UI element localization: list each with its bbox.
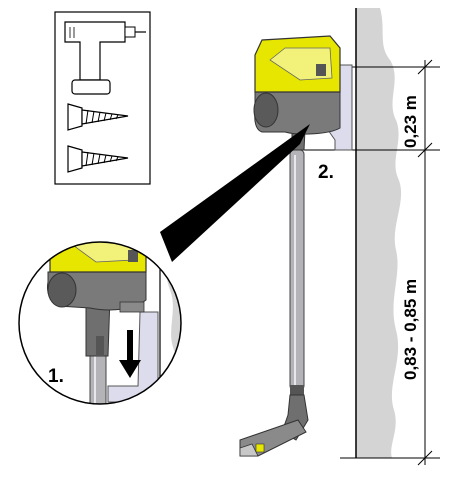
tools-panel: [54, 11, 151, 185]
arrow-down-icon: [119, 330, 141, 378]
screw-icon: [67, 145, 129, 173]
vacuum-cleaner: [239, 35, 341, 457]
dimension-upper: 0,23 m: [401, 95, 420, 148]
dimension-lower: 0,83 - 0,85 m: [401, 279, 420, 380]
step-2-label: 2.: [318, 162, 334, 183]
zoom-callout: [160, 124, 310, 262]
dimension-lines: [300, 59, 440, 466]
drill-icon: [64, 21, 146, 95]
step-1-label: 1.: [48, 366, 64, 387]
screw-icon: [67, 103, 129, 131]
wall: [355, 8, 402, 458]
